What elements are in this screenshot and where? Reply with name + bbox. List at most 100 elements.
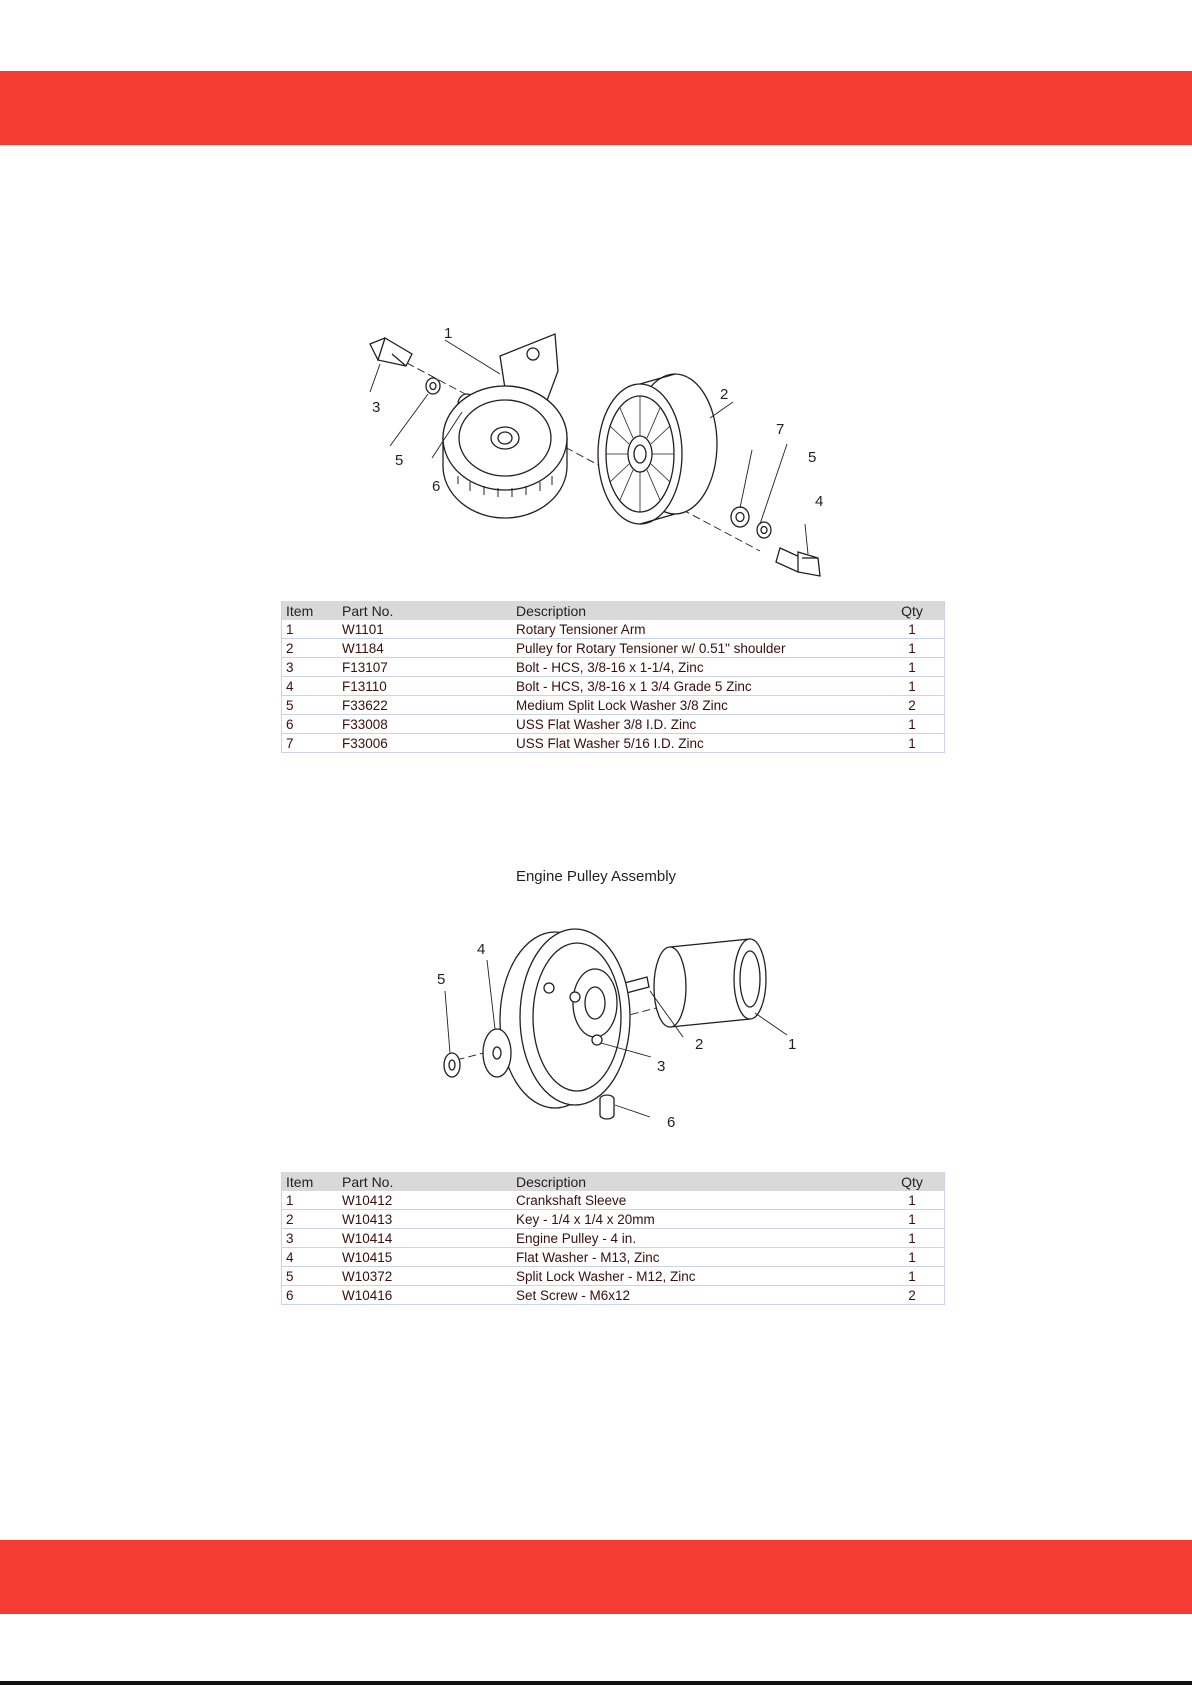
cell-item: 2 [281,1209,338,1229]
engine-pulley-3 [499,928,631,1109]
cell-description: Bolt - HCS, 3/8-16 x 1 3/4 Grade 5 Zinc [512,676,880,696]
footer-band [0,1540,1192,1614]
cell-description: Pulley for Rotary Tensioner w/ 0.51" sho… [512,638,880,658]
table-row: 5 W10372 Split Lock Washer - M12, Zinc 1 [281,1266,945,1286]
engine-pulley-diagram: 1 2 3 4 5 6 [425,925,800,1130]
cell-item: 6 [281,1285,338,1305]
cell-qty: 1 [880,1266,945,1286]
cell-item: 5 [281,695,338,715]
table-row: 2 W10413 Key - 1/4 x 1/4 x 20mm 1 [281,1209,945,1229]
cell-item: 3 [281,657,338,677]
table-row: 3 F13107 Bolt - HCS, 3/8-16 x 1-1/4, Zin… [281,657,945,677]
table-row: 6 F33008 USS Flat Washer 3/8 I.D. Zinc 1 [281,714,945,734]
cell-item: 2 [281,638,338,658]
table-row: 5 F33622 Medium Split Lock Washer 3/8 Zi… [281,695,945,715]
cell-qty: 2 [880,695,945,715]
cell-item: 4 [281,1247,338,1267]
cell-qty: 1 [880,1209,945,1229]
cell-item: 6 [281,714,338,734]
cell-part-no: W1101 [338,620,512,639]
parts-table-engine-pulley: Item Part No. Description Qty 1 W10412 C… [281,1172,945,1305]
pulley-2 [597,373,718,525]
table-row: 4 W10415 Flat Washer - M13, Zinc 1 [281,1247,945,1267]
callout-6: 6 [432,478,440,495]
table-header-row: Item Part No. Description Qty [281,1172,945,1191]
callout-4: 4 [477,941,485,958]
callout-4: 4 [815,493,823,510]
callout-1: 1 [788,1036,796,1053]
page-bottom-rule [0,1681,1192,1685]
cell-qty: 2 [880,1285,945,1305]
col-part-no: Part No. [338,601,512,620]
table-row: 6 W10416 Set Screw - M6x12 2 [281,1285,945,1305]
cell-qty: 1 [880,620,945,639]
col-item: Item [281,601,338,620]
parts-table-tensioner: Item Part No. Description Qty 1 W1101 Ro… [281,601,945,753]
cell-item: 3 [281,1228,338,1248]
callout-2: 2 [695,1036,703,1053]
cell-part-no: W10415 [338,1247,512,1267]
cell-description: Set Screw - M6x12 [512,1285,880,1305]
cell-description: Rotary Tensioner Arm [512,620,880,639]
cell-qty: 1 [880,1191,945,1210]
callout-7: 7 [776,421,784,438]
set-screw-6 [599,1094,615,1120]
col-description: Description [512,1172,880,1191]
callout-6: 6 [667,1114,675,1130]
cell-part-no: F13107 [338,657,512,677]
cell-qty: 1 [880,1247,945,1267]
cell-item: 1 [281,620,338,639]
split-lock-washer-5 [443,1052,461,1078]
callout-5b: 5 [808,449,816,466]
callout-3: 3 [372,399,380,416]
callout-3: 3 [657,1058,665,1075]
cell-part-no: W10414 [338,1228,512,1248]
flat-washer-7 [730,506,750,528]
cell-item: 5 [281,1266,338,1286]
col-description: Description [512,601,880,620]
cell-description: Key - 1/4 x 1/4 x 20mm [512,1209,880,1229]
rotary-tensioner-diagram: 1 2 3 4 5 5 6 7 [340,326,840,591]
lock-washer-5a [425,377,441,395]
cell-qty: 1 [880,1228,945,1248]
bolt-3 [369,337,413,367]
cell-description: USS Flat Washer 3/8 I.D. Zinc [512,714,880,734]
header-band [0,71,1192,145]
cell-qty: 1 [880,676,945,696]
cell-description: USS Flat Washer 5/16 I.D. Zinc [512,733,880,753]
flat-washer-4 [482,1028,512,1078]
cell-part-no: W10412 [338,1191,512,1210]
col-qty: Qty [880,1172,945,1191]
rotary-tensioner-drawing: 1 2 3 4 5 5 6 7 [369,326,823,577]
cell-qty: 1 [880,657,945,677]
cell-description: Bolt - HCS, 3/8-16 x 1-1/4, Zinc [512,657,880,677]
cell-description: Medium Split Lock Washer 3/8 Zinc [512,695,880,715]
callout-5a: 5 [395,452,403,469]
table-row: 7 F33006 USS Flat Washer 5/16 I.D. Zinc … [281,733,945,753]
callout-2: 2 [720,386,728,403]
engine-pulley-title: Engine Pulley Assembly [515,868,677,885]
lock-washer-5b [756,521,772,539]
cell-qty: 1 [880,714,945,734]
callout-5: 5 [437,971,445,988]
table-header-row: Item Part No. Description Qty [281,601,945,620]
col-qty: Qty [880,601,945,620]
engine-pulley-drawing: 1 2 3 4 5 6 [437,928,796,1130]
cell-part-no: F33622 [338,695,512,715]
cell-part-no: W10416 [338,1285,512,1305]
col-item: Item [281,1172,338,1191]
bolt-4 [775,547,821,577]
table-row: 1 W1101 Rotary Tensioner Arm 1 [281,620,945,639]
table-row: 1 W10412 Crankshaft Sleeve 1 [281,1191,945,1210]
tensioner-arm-1 [442,333,568,519]
table-row: 3 W10414 Engine Pulley - 4 in. 1 [281,1228,945,1248]
cell-qty: 1 [880,638,945,658]
cell-part-no: W10413 [338,1209,512,1229]
cell-description: Engine Pulley - 4 in. [512,1228,880,1248]
cell-part-no: F33006 [338,733,512,753]
cell-item: 1 [281,1191,338,1210]
callout-1: 1 [444,326,452,342]
cell-part-no: F33008 [338,714,512,734]
cell-part-no: W1184 [338,638,512,658]
table-row: 4 F13110 Bolt - HCS, 3/8-16 x 1 3/4 Grad… [281,676,945,696]
